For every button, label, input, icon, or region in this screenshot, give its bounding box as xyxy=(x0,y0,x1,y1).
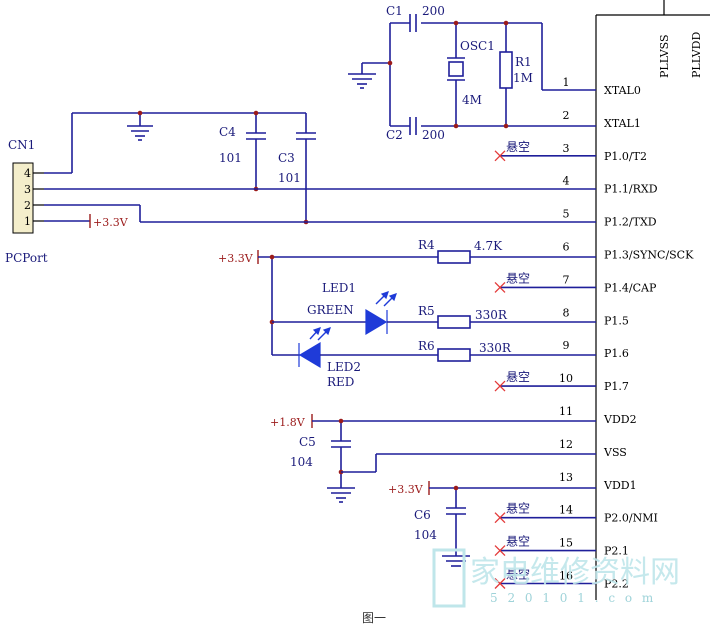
ic-pin-number-9: 9 xyxy=(563,339,570,352)
no-connect-icon xyxy=(494,545,506,557)
ic-body: PLLVSS PLLVDD xyxy=(595,0,710,600)
nc-label-pin-3: 悬空 xyxy=(506,140,530,154)
connector-section: CN1 PCPort 4 3 2 1 C4 101 C3 101 xyxy=(5,110,596,265)
ic-top-pin-pllvss: PLLVSS xyxy=(658,34,671,78)
ic-pin-name-14: P2.0/NMI xyxy=(604,512,658,525)
led2-color: RED xyxy=(327,375,354,389)
cn1-pin-3: 3 xyxy=(24,183,31,196)
led-section: +3.3V R4 4.7K LED1 GREEN R5 330R xyxy=(218,238,596,389)
no-connect-icon xyxy=(494,578,506,589)
c6-ref: C6 xyxy=(414,508,431,522)
nc-label-pin-7: 悬空 xyxy=(506,271,530,285)
ic-pin-name-1: XTAL0 xyxy=(604,84,641,97)
c3-value: 101 xyxy=(278,171,301,185)
no-connect-icon xyxy=(494,150,506,162)
led2-ref: LED2 xyxy=(327,360,361,374)
figure-caption: 图一 xyxy=(362,611,386,625)
ic-pin-name-4: P1.1/RXD xyxy=(604,183,658,196)
c2-value: 200 xyxy=(422,128,445,142)
ic-pin-number-3: 3 xyxy=(563,142,570,155)
c3-ref: C3 xyxy=(278,151,295,165)
led2-icon xyxy=(298,341,321,369)
ic-pin-number-10: 10 xyxy=(559,372,573,385)
cn1-power-label: +3.3V xyxy=(93,216,129,229)
vdd2-power-label: +1.8V xyxy=(270,416,306,429)
c1-value: 200 xyxy=(422,4,445,18)
ic-pin-name-7: P1.4/CAP xyxy=(604,281,657,294)
power-section: +1.8V C5 104 +3.3V C6 104 xyxy=(270,414,596,567)
nc-label-pin-15: 悬空 xyxy=(506,535,530,549)
watermark-text: 家电维修资料网 xyxy=(470,555,680,590)
ic-pin-name-2: XTAL1 xyxy=(604,117,641,130)
r6-value: 330R xyxy=(479,341,512,355)
ic-pin-name-11: VDD2 xyxy=(603,413,637,426)
nc-label-pin-10: 悬空 xyxy=(506,370,530,384)
cn1-pin-2: 2 xyxy=(24,199,31,212)
osc-value: 4M xyxy=(462,93,482,107)
c2-ref: C2 xyxy=(386,128,403,142)
cn1-body xyxy=(12,162,34,234)
r5-value: 330R xyxy=(475,308,508,322)
ic-pin-number-14: 14 xyxy=(559,504,573,517)
r4-value: 4.7K xyxy=(474,239,503,253)
led-power-label: +3.3V xyxy=(218,252,254,265)
no-connect-icon xyxy=(494,380,506,392)
ic-pin-name-6: P1.3/SYNC/SCK xyxy=(604,249,694,262)
c5-ref: C5 xyxy=(299,435,316,449)
ic-pin-name-8: P1.5 xyxy=(604,314,629,327)
c6-value: 104 xyxy=(414,528,437,542)
ic-pin-number-1: 1 xyxy=(563,76,570,89)
no-connect-icon xyxy=(494,281,506,293)
c1-ref: C1 xyxy=(386,4,403,18)
ic-pin-number-11: 11 xyxy=(559,405,573,418)
ic-pin-number-6: 6 xyxy=(563,241,570,254)
cn1-name: PCPort xyxy=(5,251,48,265)
ic-pin-number-12: 12 xyxy=(559,438,573,451)
crystal-section: C1 200 C2 200 OSC1 4M R1 1M xyxy=(348,4,596,142)
ic-pin-number-15: 15 xyxy=(559,537,573,550)
ic-pin-name-16: P2.2 xyxy=(604,578,629,591)
ic-pin-name-12: VSS xyxy=(603,446,627,459)
r4-ref: R4 xyxy=(418,238,435,252)
osc-ref: OSC1 xyxy=(460,39,495,53)
watermark: 家电维修资料网 5 2 0 1 0 1 . c o m xyxy=(432,548,680,608)
nc-label-pin-14: 悬空 xyxy=(506,502,530,516)
ic-pin-name-9: P1.6 xyxy=(604,347,629,360)
watermark-logo-icon xyxy=(432,548,466,608)
led1-ref: LED1 xyxy=(322,281,356,295)
vdd1-power-label: +3.3V xyxy=(388,483,424,496)
c4-ref: C4 xyxy=(219,125,236,139)
cn1-pin-4: 4 xyxy=(24,167,31,180)
r5-ref: R5 xyxy=(418,304,435,318)
ic-pin-number-16: 16 xyxy=(559,570,573,583)
ic-pin-number-4: 4 xyxy=(563,175,570,188)
ic-pin-number-7: 7 xyxy=(563,273,570,286)
r6-ref: R6 xyxy=(418,339,435,353)
watermark-url: 5 2 0 1 0 1 . c o m xyxy=(490,591,656,605)
no-connect-icon xyxy=(494,512,506,524)
r1-ref: R1 xyxy=(515,55,532,69)
ic-pin-number-8: 8 xyxy=(563,306,570,319)
led1-color: GREEN xyxy=(307,303,354,317)
ic-pin-name-3: P1.0/T2 xyxy=(604,150,647,163)
c5-value: 104 xyxy=(290,455,313,469)
ic-pin-name-13: VDD1 xyxy=(603,479,637,492)
ic-pin-name-15: P2.1 xyxy=(604,545,629,558)
ic-top-pin-pllvdd: PLLVDD xyxy=(690,32,703,78)
ic-pin-name-5: P1.2/TXD xyxy=(604,216,657,229)
ic-pin-number-2: 2 xyxy=(563,109,570,122)
cn1-pin-1: 1 xyxy=(24,215,31,228)
cn1-ref: CN1 xyxy=(8,138,35,152)
ic-pin-number-13: 13 xyxy=(559,471,573,484)
led1-icon xyxy=(365,308,388,336)
ic-pin-name-10: P1.7 xyxy=(604,380,629,393)
ic-pin-number-5: 5 xyxy=(563,208,570,221)
c4-value: 101 xyxy=(219,151,242,165)
nc-label-pin-16: 悬空 xyxy=(506,568,530,582)
r1-value: 1M xyxy=(513,71,533,85)
